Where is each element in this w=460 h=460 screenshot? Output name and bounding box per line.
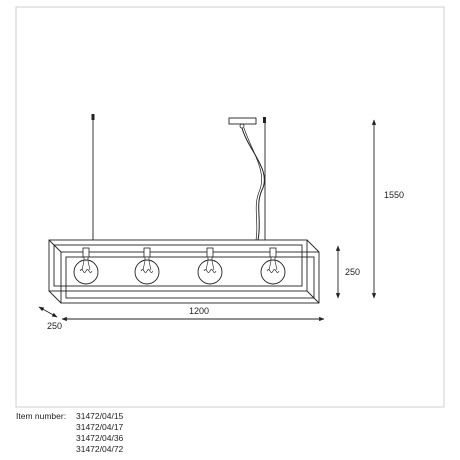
item-number: 31472/04/15 (76, 411, 124, 421)
item-number: 31472/04/36 (76, 433, 124, 443)
bulb-socket (206, 247, 214, 258)
dimension-line-depth (38, 306, 58, 318)
dimension-total-height-label: 1550 (384, 190, 404, 200)
dimension-width-label: 1200 (189, 306, 209, 316)
bulb-globe (73, 259, 99, 285)
bulb-icon (197, 247, 223, 285)
item-number: 31472/04/72 (76, 444, 124, 454)
bulb-globe (197, 259, 223, 285)
item-row: 31472/04/72 (16, 444, 123, 455)
item-number: 31472/04/17 (76, 422, 124, 432)
power-cord-strand (243, 127, 263, 241)
item-number-label: Item number: (16, 411, 67, 421)
lamp-frame (48, 239, 320, 304)
bulb-globe (260, 259, 286, 285)
dimension-depth-label: 250 (47, 321, 62, 331)
dimension-frame-height-label: 250 (345, 267, 360, 277)
left-cable-clamp (91, 114, 95, 120)
item-row: 31472/04/17 (16, 422, 123, 433)
item-number-list: Item number: 31472/04/15 31472/04/17 314… (16, 411, 123, 455)
power-cord (241, 127, 265, 241)
bulb-icon (134, 247, 160, 285)
bulb-icon (260, 247, 286, 285)
ceiling-canopy (228, 117, 266, 129)
bulb-socket (269, 247, 277, 258)
bulb-socket (143, 247, 151, 258)
bulb-globe (134, 259, 160, 285)
drawing-border (15, 6, 445, 408)
bulb-socket (82, 247, 90, 258)
bulbs-group (73, 247, 286, 285)
item-row: 31472/04/36 (16, 433, 123, 444)
bulb-icon (73, 247, 99, 285)
item-row: Item number: 31472/04/15 (16, 411, 123, 422)
